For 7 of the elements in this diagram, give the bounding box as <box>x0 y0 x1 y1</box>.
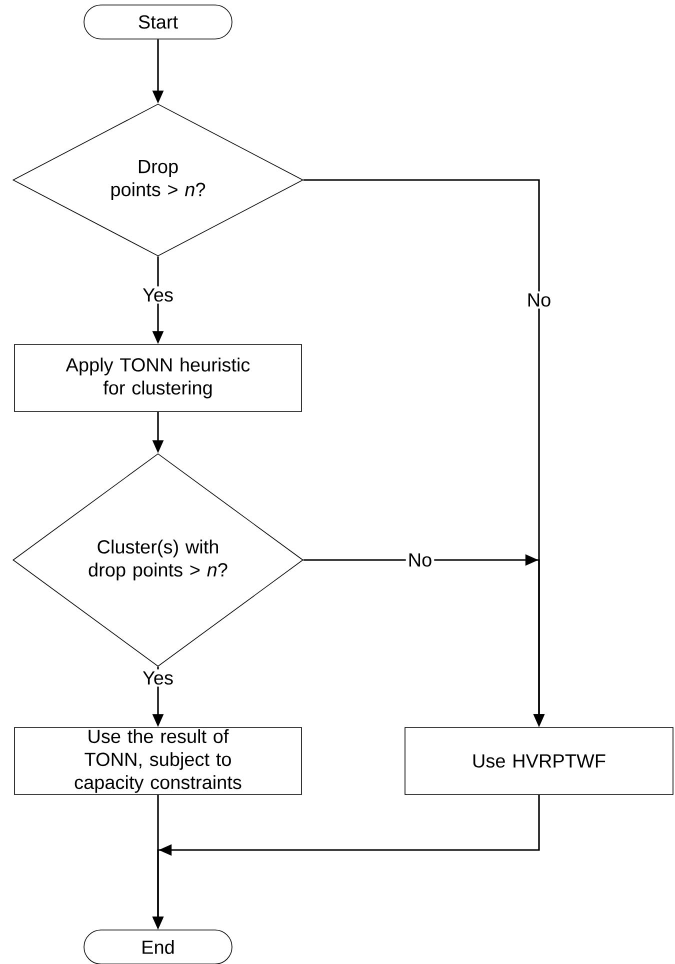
edge-label: Yes <box>140 286 176 304</box>
process-box: Use HVRPTWF <box>404 727 674 795</box>
process-box: Use the result of TONN, subject to capacity constraints <box>14 727 302 795</box>
edge-label: Yes <box>140 669 176 687</box>
edge-label: No <box>406 551 434 569</box>
edge-label: No <box>524 291 554 309</box>
process-box: Apply TONN heuristic for clustering <box>14 344 302 412</box>
